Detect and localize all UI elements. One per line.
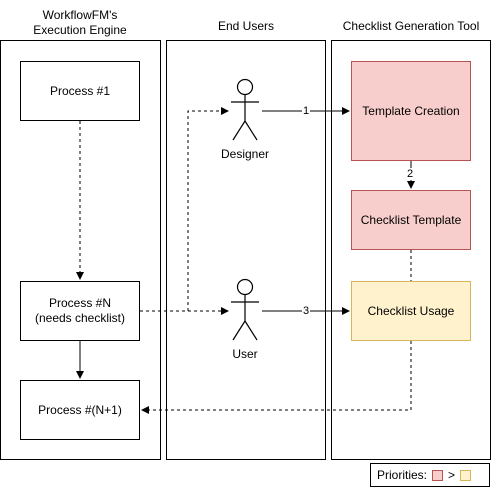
- process-1-box[interactable]: Process #1: [20, 61, 140, 121]
- process-n-sublabel: (needs checklist): [34, 311, 126, 325]
- edge-label-step-1: 1: [302, 105, 311, 117]
- process-1-label: Process #1: [49, 83, 111, 98]
- checklist-template-box[interactable]: Checklist Template: [351, 190, 471, 250]
- legend-low-priority-swatch: [460, 469, 472, 481]
- edge-label-step-2: 2: [406, 168, 415, 180]
- process-n-box[interactable]: Process #N (needs checklist): [20, 281, 140, 341]
- engine-lane-title-line2: Execution Engine: [33, 23, 127, 37]
- users-lane: [166, 40, 326, 460]
- process-n1-box[interactable]: Process #(N+1): [20, 380, 140, 440]
- priorities-legend: Priorities: >: [370, 463, 490, 487]
- engine-lane-title: WorkflowFM's Execution Engine: [0, 8, 160, 38]
- checklist-template-label: Checklist Template: [360, 212, 462, 227]
- template-creation-box[interactable]: Template Creation: [351, 61, 471, 161]
- template-creation-label: Template Creation: [362, 103, 460, 118]
- checklist-usage-label: Checklist Usage: [367, 303, 455, 318]
- designer-label: Designer: [220, 147, 270, 161]
- legend-high-priority-swatch: [432, 469, 444, 481]
- edge-checklist-usage-to-processN1: [141, 341, 412, 414]
- legend-label: Priorities:: [377, 468, 428, 482]
- users-lane-title: End Users: [217, 19, 275, 33]
- user-label: User: [232, 347, 258, 361]
- engine-lane-title-line1: WorkflowFM's: [42, 8, 118, 22]
- designer-actor-icon[interactable]: [231, 78, 259, 141]
- process-n-label: Process #N: [48, 296, 112, 310]
- checklist-usage-box[interactable]: Checklist Usage: [351, 281, 471, 341]
- edge-processN-to-designer: [140, 107, 229, 312]
- tool-lane-title: Checklist Generation Tool: [342, 19, 480, 33]
- edge-label-step-3: 3: [302, 305, 311, 317]
- process-n1-label: Process #(N+1): [38, 402, 122, 417]
- user-actor-icon[interactable]: [231, 278, 259, 341]
- legend-relation: >: [448, 468, 456, 482]
